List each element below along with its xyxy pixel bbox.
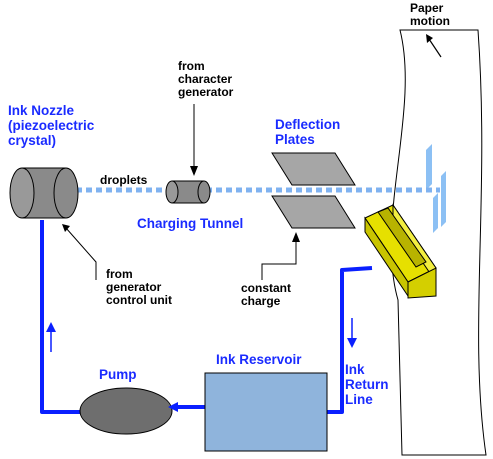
char-gen-pointer-arrow	[190, 104, 198, 176]
label-from-character-generator: from character generator	[178, 59, 234, 99]
label-deflection-plates: Deflection Plates	[275, 117, 341, 147]
deflection-plate-top	[271, 152, 356, 186]
gen-control-pointer-arrow	[62, 224, 97, 280]
ink-gutter-icon	[364, 203, 437, 299]
label-charging-tunnel: Charging Tunnel	[137, 216, 244, 231]
constant-charge-pointer-arrow	[261, 232, 300, 280]
pump-icon	[79, 387, 173, 435]
label-ink-nozzle: Ink Nozzle (piezoelectric crystal)	[8, 103, 95, 148]
label-ink-return-line: Ink Return Line	[345, 362, 389, 407]
charging-tunnel-icon	[165, 180, 211, 204]
ink-nozzle-icon	[9, 167, 79, 219]
label-droplets: droplets	[100, 173, 148, 187]
flow-arrow-up	[46, 322, 56, 352]
label-paper-motion: Paper motion	[410, 1, 450, 28]
label-ink-reservoir: Ink Reservoir	[216, 352, 302, 367]
ink-reservoir-icon	[204, 372, 328, 452]
paper-motion-arrow	[426, 34, 442, 58]
flow-arrow-left	[168, 402, 198, 412]
label-from-generator-control-unit: from generator control unit	[106, 267, 172, 307]
printed-character	[426, 144, 446, 233]
label-constant-charge: constant charge	[241, 281, 292, 308]
label-pump: Pump	[99, 367, 137, 382]
paper-sheet	[390, 29, 487, 456]
flow-arrow-down	[347, 318, 357, 348]
deflection-plate-bottom	[271, 195, 356, 229]
